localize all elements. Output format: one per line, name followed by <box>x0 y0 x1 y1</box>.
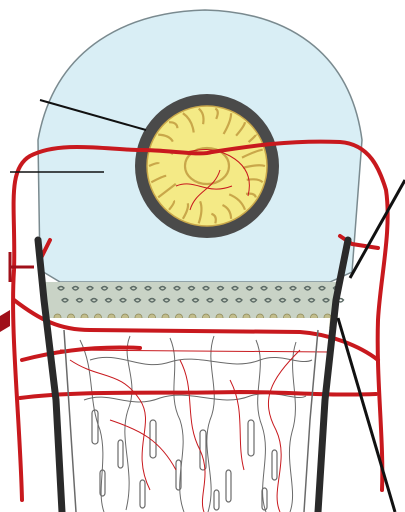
arrow-marker <box>0 310 10 332</box>
leader-line-right-lower <box>338 318 395 512</box>
